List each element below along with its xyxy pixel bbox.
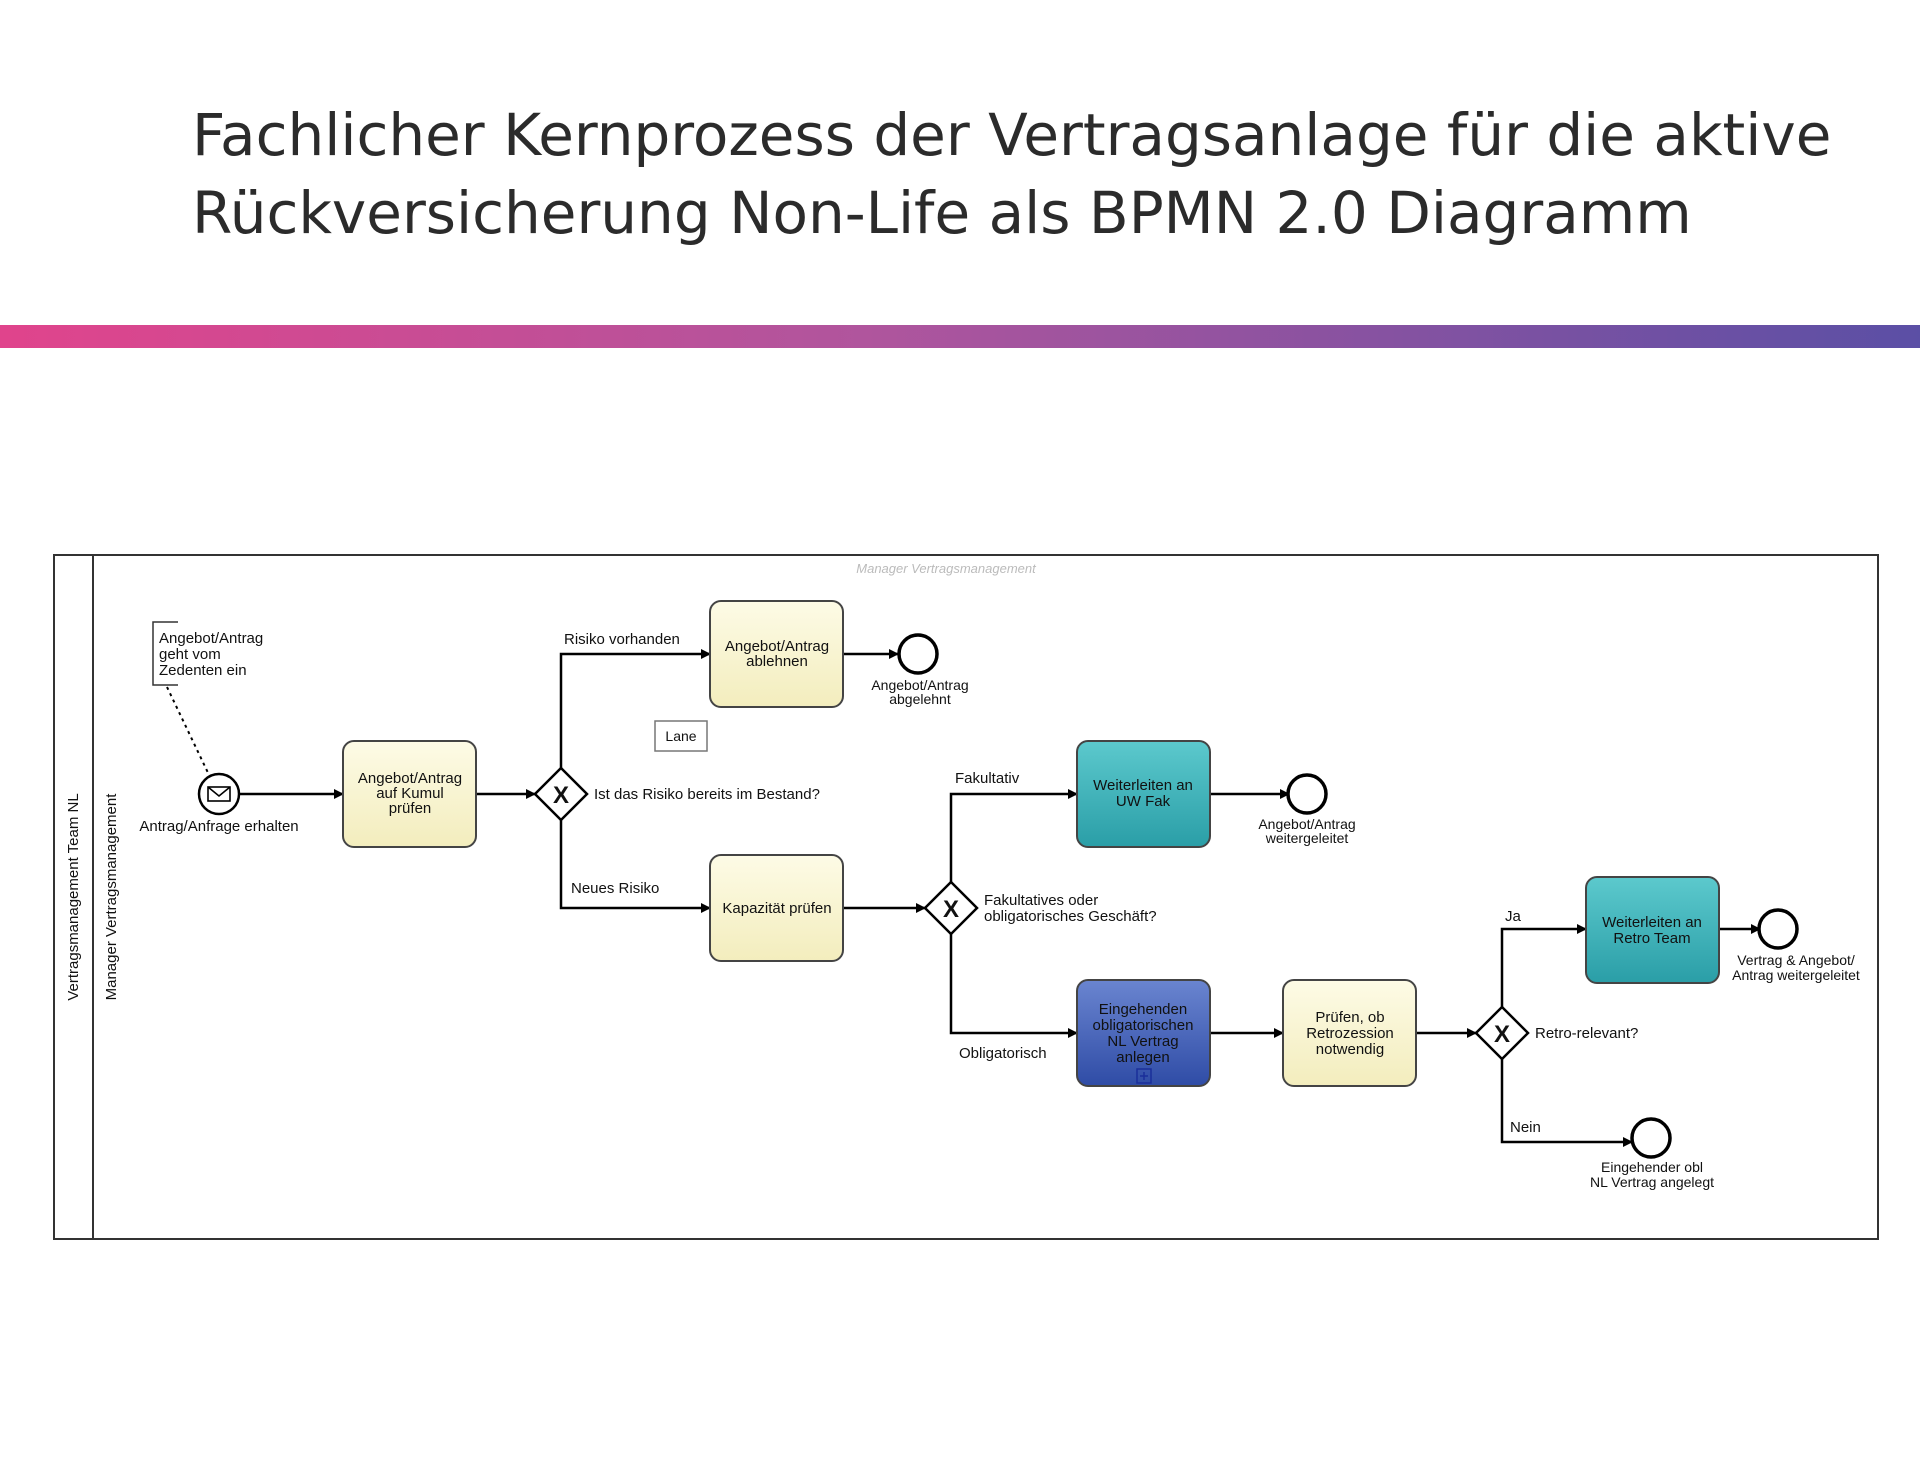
- end-event-retro-label-2: Antrag weitergeleitet: [1732, 967, 1860, 983]
- task-uw-fak[interactable]: Weiterleiten an UW Fak: [1076, 740, 1211, 848]
- lane-tag: [654, 720, 708, 752]
- task-kumul[interactable]: Angebot/Antrag auf Kumul prüfen: [342, 740, 477, 848]
- gateway-retro-marker: X: [1494, 1021, 1510, 1048]
- annotation-bracket: [152, 621, 178, 686]
- task-kumul-line-3: prüfen: [389, 800, 432, 817]
- task-retro-team-line-1: Weiterleiten an: [1602, 914, 1702, 931]
- end-event-forwarded-label-2: weitergeleitet: [1265, 830, 1349, 846]
- task-retro-team[interactable]: Weiterleiten an Retro Team: [1585, 876, 1720, 984]
- accent-gradient-bar: [0, 325, 1920, 348]
- end-event-retro[interactable]: [1757, 908, 1799, 950]
- end-event-rejected-label-2: abgelehnt: [889, 691, 951, 707]
- task-retrozession-line-1: Prüfen, ob: [1315, 1009, 1384, 1026]
- task-kapazitaet-line-1: Kapazität prüfen: [722, 900, 831, 917]
- lane-tag-label: Lane: [665, 728, 696, 744]
- pool-label: Vertragsmanagement Team NL: [65, 793, 82, 1000]
- annotation-association: [166, 686, 211, 778]
- end-event-rejected-label-1: Angebot/Antrag: [871, 677, 968, 693]
- task-kumul-line-2: auf Kumul: [376, 785, 444, 802]
- flow-label-neues-risiko: Neues Risiko: [571, 880, 659, 897]
- flow-obligatorisch: [949, 934, 1078, 1038]
- flow-risiko-vorhanden: [559, 649, 711, 768]
- flow-label-fakultativ: Fakultativ: [955, 770, 1020, 787]
- task-retro-team-line-2: Retro Team: [1613, 930, 1690, 947]
- flow-label-ja: Ja: [1505, 908, 1522, 925]
- task-retrozession[interactable]: Prüfen, ob Retrozession notwendig: [1282, 979, 1417, 1087]
- task-ablehnen[interactable]: Angebot/Antrag ablehnen: [709, 600, 844, 708]
- task-uw-fak-line-2: UW Fak: [1116, 793, 1171, 810]
- task-ablehnen-line-1: Angebot/Antrag: [725, 638, 829, 655]
- task-anlegen-line-1: Eingehenden: [1099, 1001, 1187, 1018]
- gateway-geschaeft-label-1: Fakultatives oder: [984, 892, 1098, 909]
- task-kapazitaet[interactable]: Kapazität prüfen: [709, 854, 844, 962]
- task-kumul-line-1: Angebot/Antrag: [358, 770, 462, 787]
- task-ablehnen-line-2: ablehnen: [746, 653, 808, 670]
- gateway-bestand-label: Ist das Risiko bereits im Bestand?: [594, 786, 820, 803]
- task-anlegen[interactable]: Eingehenden obligatorischen NL Vertrag a…: [1076, 979, 1211, 1087]
- flow-nein: [1500, 1059, 1633, 1147]
- task-retrozession-line-3: notwendig: [1316, 1041, 1384, 1058]
- end-event-created[interactable]: [1630, 1117, 1672, 1159]
- page-title-line-2: Rückversicherung Non-Life als BPMN 2.0 D…: [192, 179, 1692, 247]
- task-uw-fak-line-1: Weiterleiten an: [1093, 777, 1193, 794]
- task-anlegen-line-3: NL Vertrag: [1107, 1033, 1178, 1050]
- envelope-icon: [207, 786, 231, 802]
- task-anlegen-line-2: obligatorischen: [1093, 1017, 1194, 1034]
- start-event-label: Antrag/Anfrage erhalten: [139, 818, 298, 835]
- subprocess-plus-icon: [1136, 1068, 1152, 1084]
- end-event-forwarded-label-1: Angebot/Antrag: [1258, 816, 1355, 832]
- end-event-created-label-1: Eingehender obl: [1601, 1159, 1703, 1175]
- task-retrozession-line-2: Retrozession: [1306, 1025, 1394, 1042]
- flow-label-nein: Nein: [1510, 1119, 1541, 1136]
- flow-ja: [1500, 924, 1587, 1007]
- end-event-retro-label-1: Vertrag & Angebot/: [1737, 952, 1855, 968]
- flow-fakultativ: [949, 789, 1078, 882]
- end-event-forwarded[interactable]: [1286, 773, 1328, 815]
- gateway-retro-label: Retro-relevant?: [1535, 1025, 1638, 1042]
- task-anlegen-line-4: anlegen: [1116, 1049, 1169, 1066]
- page-title-line-1: Fachlicher Kernprozess der Vertragsanlag…: [192, 101, 1832, 169]
- flow-neues-risiko: [559, 820, 711, 913]
- annotation-line-3: Zedenten ein: [159, 662, 247, 679]
- gateway-bestand-marker: X: [553, 782, 569, 809]
- annotation-line-2: geht vom: [159, 646, 221, 663]
- sequence-flows: [240, 649, 1761, 1147]
- flow-label-obligatorisch: Obligatorisch: [959, 1045, 1047, 1062]
- gateway-retro[interactable]: X: [1474, 1005, 1530, 1061]
- gateway-geschaeft[interactable]: X: [923, 880, 979, 936]
- end-event-created-label-2: NL Vertrag angelegt: [1590, 1174, 1714, 1190]
- lane-header-faded: Manager Vertragsmanagement: [856, 561, 1037, 576]
- gateway-bestand[interactable]: X: [533, 766, 589, 822]
- gateway-geschaeft-marker: X: [943, 896, 959, 923]
- flow-label-risiko-vorhanden: Risiko vorhanden: [564, 631, 680, 648]
- lane-label: Manager Vertragsmanagement: [103, 793, 120, 1001]
- end-event-rejected[interactable]: [897, 633, 939, 675]
- gateway-geschaeft-label-2: obligatorisches Geschäft?: [984, 908, 1157, 925]
- start-event[interactable]: [197, 772, 241, 816]
- page-title: Fachlicher Kernprozess der Vertragsanlag…: [192, 96, 1842, 252]
- annotation-line-1: Angebot/Antrag: [159, 630, 263, 647]
